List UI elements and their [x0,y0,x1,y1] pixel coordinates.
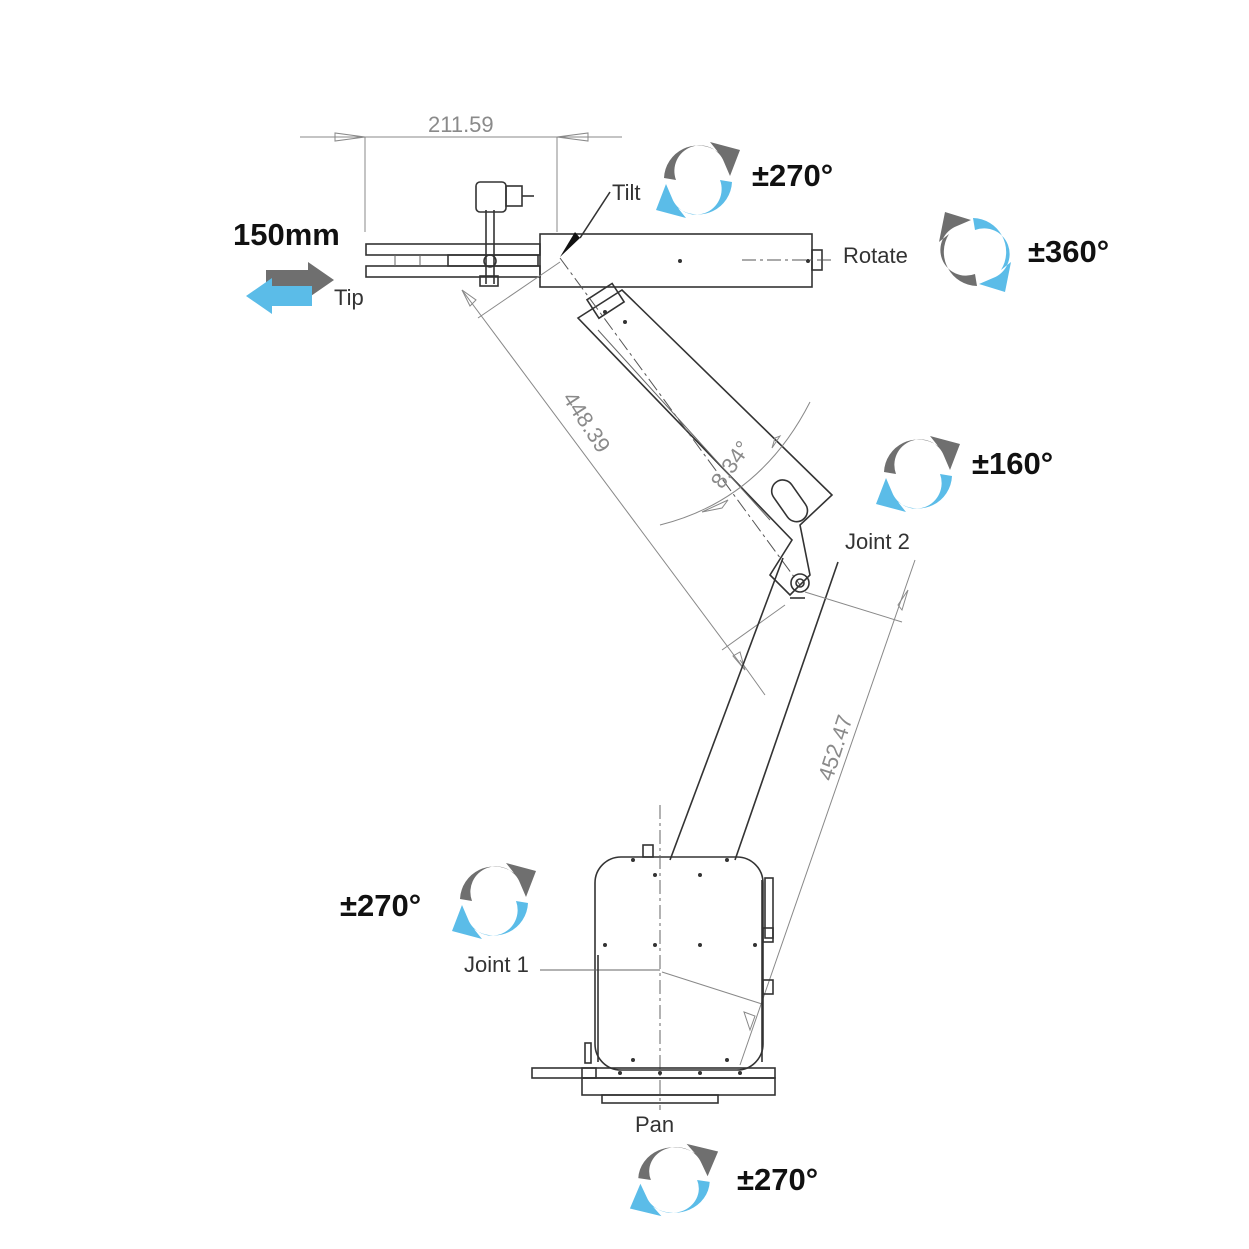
tilt-range: ±270° [752,158,833,193]
joint1-range: ±270° [340,888,421,923]
dimension-top-width-label: 211.59 [428,112,494,137]
dimension-lower-arm-label: 452.47 [813,712,858,784]
dimension-upper-arm: 448.39 [461,261,786,696]
tilt-rotation-icon [656,142,740,218]
dimension-upper-arm-label: 448.39 [558,387,616,457]
pan-label: Pan [635,1112,674,1137]
pan-rotation-icon [629,1143,719,1217]
dimension-angle-label: 8.34° [706,436,756,493]
tip-range: 150mm [233,217,340,252]
rotate-range: ±360° [1028,234,1109,269]
wrist-body [539,191,832,288]
base [531,805,776,1110]
rotate-label: Rotate [843,243,908,268]
dimension-top-width: 211.59 [300,112,622,232]
joint2-range: ±160° [972,446,1053,481]
joint2-rotation-icon [876,436,960,512]
joint1-rotation-icon [452,863,536,939]
rotate-rotation-icon [939,212,1011,292]
upper-arm [559,257,834,597]
lower-arm [669,557,839,861]
joint2-label: Joint 2 [845,529,910,554]
tilt-label: Tilt [612,180,641,205]
dimension-lower-arm: 452.47 [661,559,916,1066]
dimension-angle: 8.34° [659,401,811,526]
tip-double-arrow-icon [246,262,334,314]
tip-label: Tip [334,285,364,310]
gripper [365,181,541,287]
joint1-label: Joint 1 [464,952,529,977]
pan-range: ±270° [737,1162,818,1197]
